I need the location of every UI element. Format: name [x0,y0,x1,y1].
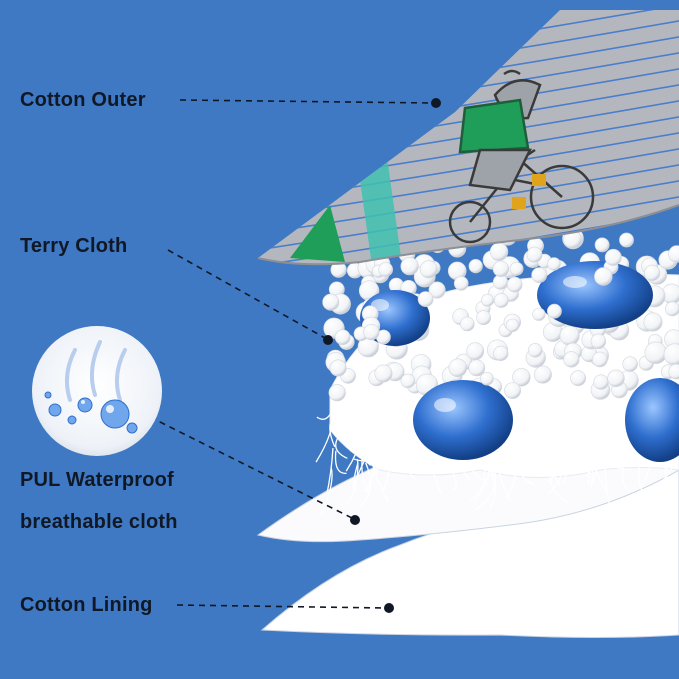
label-cotton-lining: Cotton Lining [20,594,153,616]
label-terry-cloth: Terry Cloth [20,235,128,257]
bear-on-bicycle-print [448,69,595,244]
leader-lines [139,99,433,609]
cotton-outer-layer [257,10,679,266]
absorbed-droplets [360,261,679,462]
leader-dots [323,98,441,613]
label-pul-line1: PUL Waterproof [20,469,174,491]
label-pul-line2: breathable cloth [20,511,178,533]
breathable-icon [32,326,162,456]
terry-loops-front [330,245,679,387]
label-cotton-outer: Cotton Outer [20,89,146,111]
terry-fringe [315,379,679,517]
